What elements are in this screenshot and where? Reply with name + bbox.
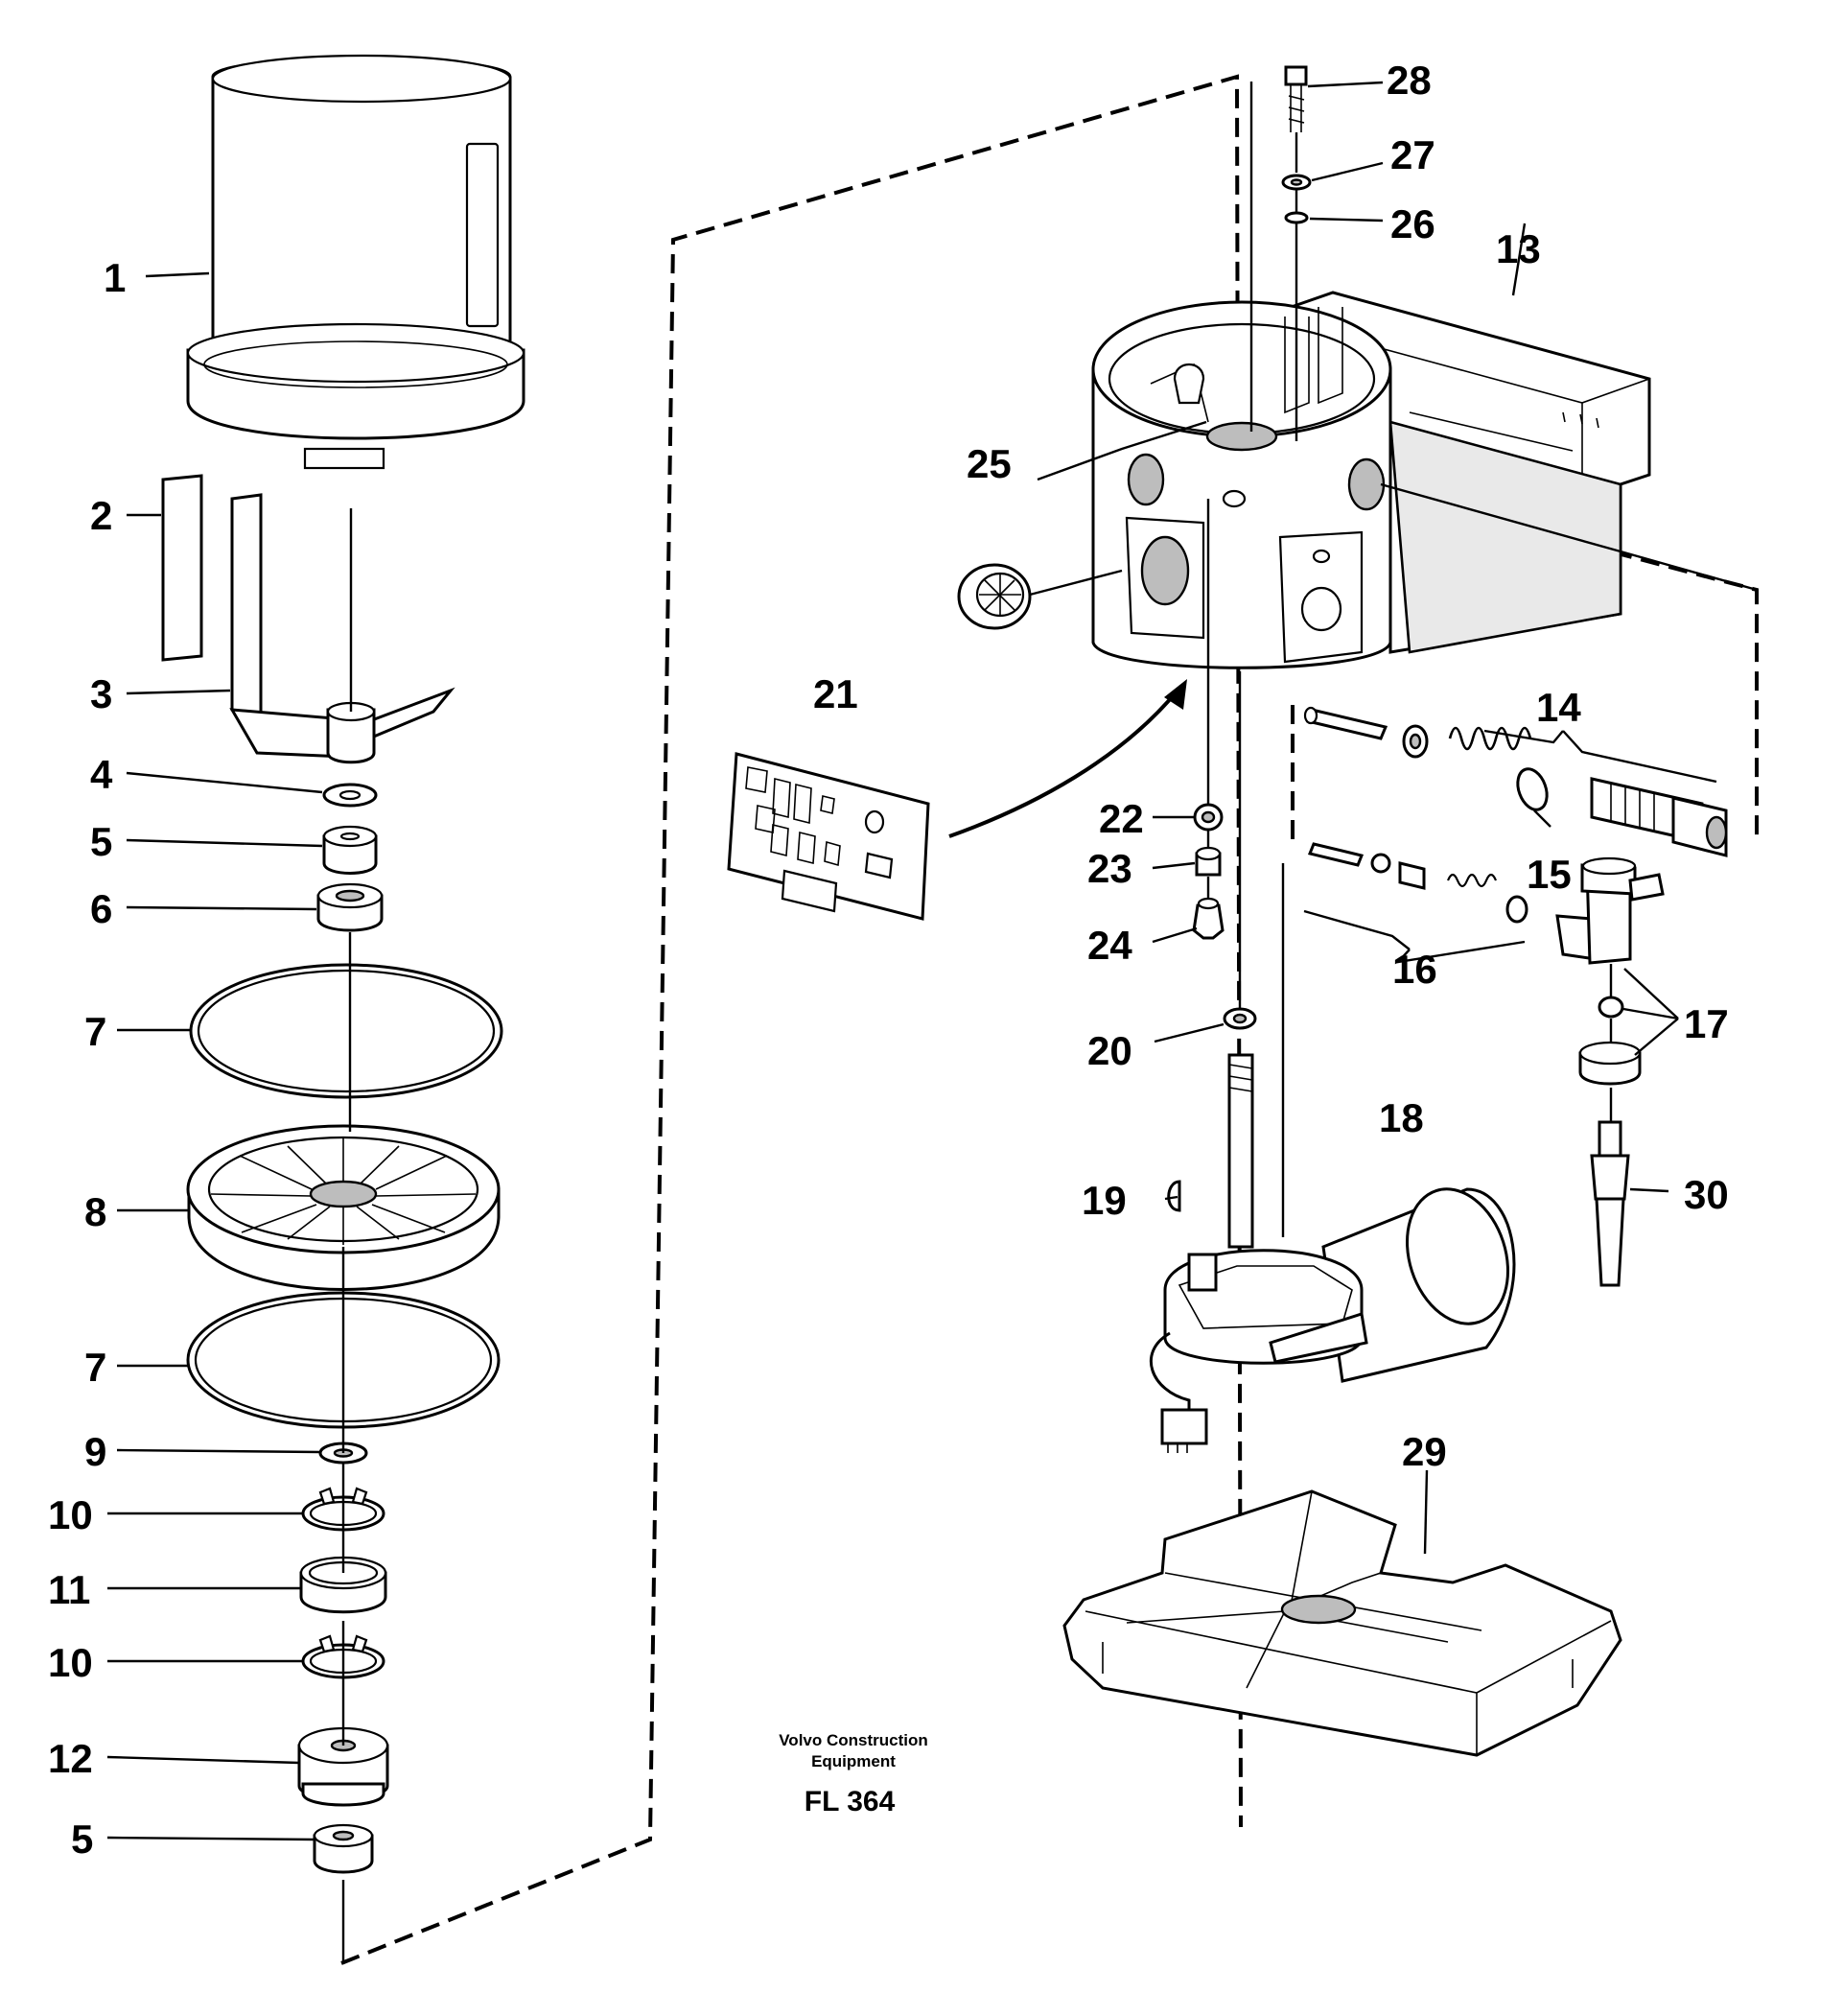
part-24-valve: [1192, 897, 1225, 940]
callout-17: 17: [1684, 1001, 1729, 1046]
part-5-bushing: [322, 825, 378, 875]
callout-11: 11: [48, 1567, 90, 1612]
callout-29: 29: [1402, 1429, 1447, 1474]
callout-22: 22: [1099, 796, 1144, 841]
part-30-hose-fitting: [1590, 1120, 1630, 1287]
callout-4: 4: [90, 752, 113, 797]
callout-14: 14: [1536, 685, 1581, 730]
callout-3: 3: [90, 671, 112, 716]
callout-10-lower: 10: [48, 1640, 93, 1685]
part-29-base-cover: [1062, 1489, 1622, 1757]
callout-9: 9: [84, 1429, 106, 1474]
part-4-washer: [322, 783, 378, 808]
diagram-credit: Volvo Construction Equipment FL 364: [779, 1731, 928, 1817]
callout-13: 13: [1496, 226, 1541, 271]
callout-16: 16: [1392, 947, 1437, 992]
part-21-circuit-board: [727, 752, 930, 921]
callout-24: 24: [1087, 923, 1132, 968]
callout-15: 15: [1527, 852, 1572, 897]
part-22-seal: [1193, 803, 1224, 832]
callout-numbers: 1 2 3 4 5 6 7 8 7 9 10 11 10 12 5 13 14 …: [48, 58, 1729, 1862]
callout-7-lower: 7: [84, 1345, 106, 1390]
leader-lines: [106, 81, 1758, 1841]
part-28-screw: [1284, 65, 1308, 132]
callout-10-upper: 10: [48, 1492, 93, 1537]
board-install-arrowhead: [1164, 679, 1187, 710]
part-27-washer: [1281, 174, 1312, 191]
callout-23: 23: [1087, 846, 1132, 891]
callout-2: 2: [90, 493, 112, 538]
part-5-bushing-lower: [313, 1823, 374, 1874]
callout-12: 12: [48, 1736, 93, 1781]
part-25-filter-plug: [957, 563, 1032, 630]
board-install-arrow: [948, 689, 1179, 838]
dashed-assembly-boundary: [340, 74, 1243, 1965]
callout-28: 28: [1387, 58, 1432, 103]
part-2-sight-strip: [161, 474, 203, 662]
part-23-spring-seat: [1195, 846, 1222, 877]
callout-1: 1: [104, 255, 126, 300]
shaft-axis-line: [1238, 671, 1285, 1237]
part-20-seal: [1223, 1007, 1257, 1030]
part-1-reservoir: [186, 54, 525, 470]
callout-19: 19: [1082, 1178, 1127, 1223]
upper-axis-line: [1249, 82, 1298, 441]
callout-8: 8: [84, 1189, 106, 1234]
part-14-valve-assembly: [1303, 706, 1728, 857]
diagram-code: FL 364: [805, 1786, 896, 1817]
callout-5-lower: 5: [71, 1817, 93, 1862]
part-8-follower-plate: [186, 1124, 501, 1291]
part-17-elbow-fitting: [1555, 856, 1665, 1086]
part-19-key: [1167, 1180, 1181, 1212]
part-7-o-ring-upper: [189, 963, 503, 1099]
callout-25: 25: [967, 441, 1012, 486]
callout-30: 30: [1684, 1172, 1729, 1217]
callout-18: 18: [1379, 1095, 1424, 1140]
part-26-washer: [1284, 211, 1309, 224]
part-18-drive-motor: [1149, 1053, 1516, 1453]
callout-21: 21: [813, 671, 858, 716]
callout-5: 5: [90, 819, 112, 864]
part-12-piston: [297, 1726, 389, 1807]
credit-company-line-2: Equipment: [811, 1752, 896, 1770]
callout-6: 6: [90, 886, 112, 931]
part-3-stirring-paddle: [229, 493, 455, 764]
part-13-pump-housing: [1091, 291, 1651, 669]
part-16-check-valve: [1307, 842, 1528, 924]
left-assembly-axis: [341, 508, 353, 1964]
callout-20: 20: [1087, 1028, 1132, 1073]
callout-27: 27: [1390, 132, 1435, 177]
callout-7-upper: 7: [84, 1009, 106, 1054]
credit-company-line-1: Volvo Construction: [779, 1731, 928, 1749]
callout-26: 26: [1390, 201, 1435, 246]
part-6-bearing: [316, 882, 384, 932]
